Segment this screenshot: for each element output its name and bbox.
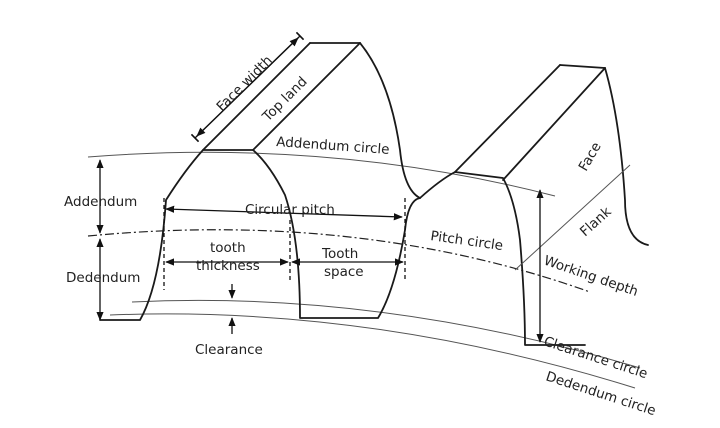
dedendum-label: Dedendum: [66, 270, 140, 286]
tooth-1: [99, 42, 421, 321]
flank-label: Flank: [577, 204, 615, 240]
face-width-arrowheads: [196, 37, 299, 137]
tooth-2-face-flank-divider: [514, 164, 631, 271]
clearance-label: Clearance: [195, 342, 263, 358]
tooth-thickness-label-1: tooth: [210, 240, 246, 256]
addendum-label: Addendum: [64, 194, 137, 210]
working-depth-label: Working depth: [542, 253, 640, 300]
tooth-1-outline: [99, 149, 421, 321]
dedendum-circle-line: [109, 313, 636, 389]
tooth-space-label-1: Tooth: [321, 246, 358, 262]
addendum-circle-label: Addendum circle: [276, 134, 390, 158]
tooth-2-top-land-edge: [502, 67, 606, 181]
pitch-circle-label: Pitch circle: [429, 228, 504, 254]
circular-pitch-dimension: [165, 205, 403, 221]
circular-pitch-label: Circular pitch: [245, 202, 335, 218]
tooth-space-label-2: space: [324, 264, 364, 280]
addendum-circle-line: [87, 151, 556, 197]
tooth-thickness-label-2: thickness: [196, 258, 260, 274]
tooth-2: [419, 64, 649, 346]
tooth-2-top-back: [559, 64, 606, 69]
tooth-2-face-left: [454, 64, 561, 173]
tooth-1-back-flank: [359, 42, 421, 199]
pitch-circle-line: [87, 229, 591, 293]
tooth-2-outline: [419, 171, 586, 346]
tooth-2-back-flank: [604, 67, 649, 246]
face-label: Face: [576, 140, 605, 174]
clearance-circle-line: [131, 299, 641, 369]
